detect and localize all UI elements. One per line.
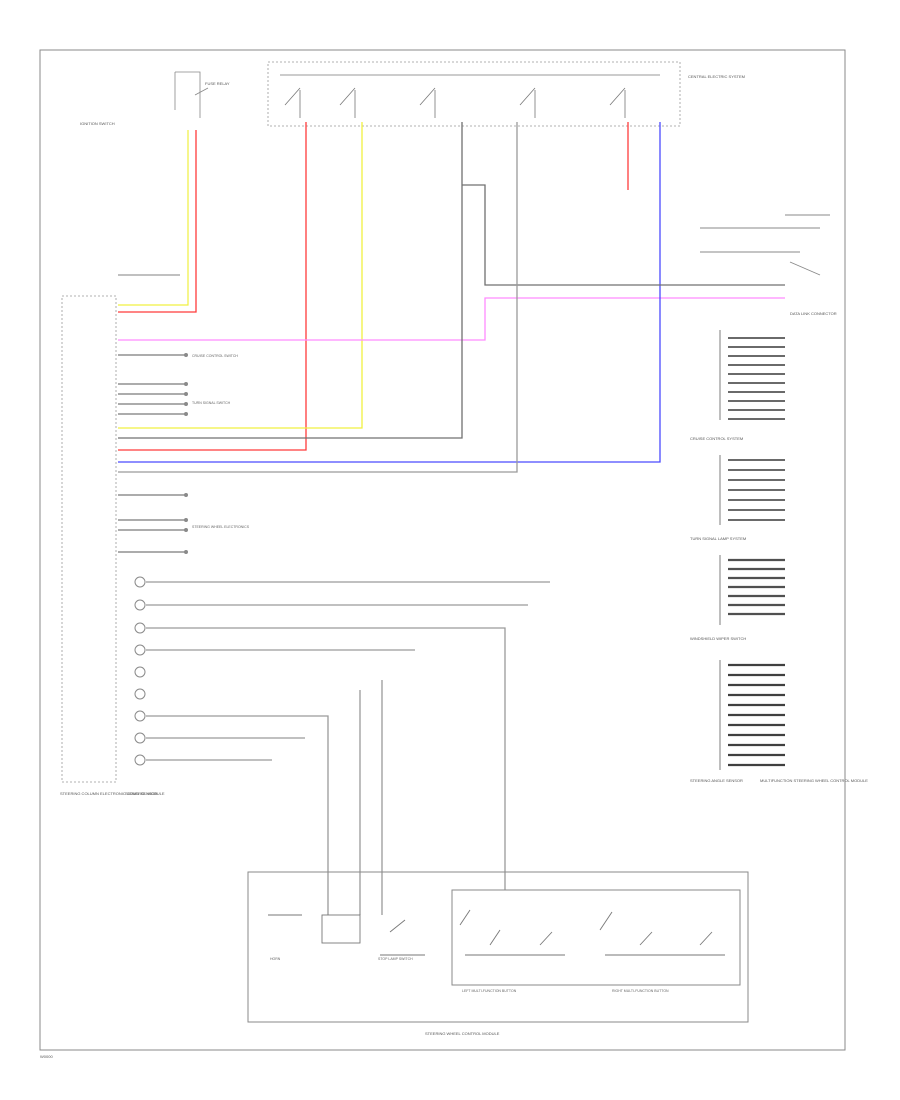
connector-stack-2 [719, 455, 785, 525]
diagram-frame [39, 49, 846, 1051]
wire-yellow-2 [118, 130, 189, 306]
module-bottom-left-label: STEERING COLUMN ELECTRONIC CONTROL MODUL… [60, 791, 165, 796]
steering-control-label: STEERING WHEEL CONTROL MODULE [425, 1031, 500, 1036]
multi-button-group-box [451, 889, 741, 986]
turn-lamps-label: TURN SIGNAL LAMP SYSTEM [690, 536, 746, 541]
horn-label: HORN [270, 957, 281, 961]
ignition-switch-label: IGNITION SWITCH [80, 121, 115, 126]
stop-lamp-label: STOP LAMP SWITCH [378, 957, 413, 961]
wire-red-2 [118, 130, 197, 313]
data-link-label: DATA LINK CONNECTOR [790, 311, 837, 316]
multifunction-steering-label: MULTIFUNCTION STEERING WHEEL CONTROL MOD… [760, 778, 868, 783]
wire-darkgray-2 [462, 184, 785, 286]
central-electric-box [267, 61, 681, 127]
steering-wheel-elec-label: STEERING WHEEL ELECTRONICS [192, 525, 250, 529]
connector-stack-4 [719, 660, 785, 770]
left-multi-button-switches [459, 909, 565, 956]
bottom-left-components [268, 914, 425, 956]
connector-stack-1 [719, 330, 785, 420]
switch-upper-right [700, 214, 830, 276]
steering-angle-label: STEERING ANGLE SENSOR [690, 778, 743, 783]
wiper-switch-label: WINDSHIELD WIPER SWITCH [690, 636, 746, 641]
left-multi-label: LEFT MULTI-FUNCTION BUTTON [462, 989, 517, 993]
wire-darkgray-1 [118, 122, 463, 439]
circle-connectors [134, 576, 146, 766]
central-electric-label: CENTRAL ELECTRIC SYSTEM [688, 74, 745, 79]
left-connector-stubs [118, 354, 185, 553]
wire-pink [118, 297, 785, 341]
signal-sensor-label: SIGNAL SENSOR [125, 791, 158, 796]
wire-gray-1 [118, 122, 518, 473]
wire-yellow [118, 122, 363, 429]
left-connector-dots [184, 353, 188, 554]
circle-connector-wires [146, 581, 550, 915]
connector-stack-3 [719, 555, 785, 625]
fuse-switches [280, 74, 660, 118]
cruise-system-label: CRUISE CONTROL SYSTEM [690, 436, 743, 441]
ignition-switch-symbol [174, 71, 209, 118]
wire-blue [118, 122, 661, 463]
left-module-box [61, 295, 117, 783]
bottom-module-box [247, 871, 749, 1023]
cruise-switch-label: CRUISE CONTROL SWITCH [192, 354, 238, 358]
right-multi-button-switches [599, 911, 725, 956]
turn-signal-label: TURN SIGNAL SWITCH [192, 401, 231, 405]
page-code: W0000 [40, 1054, 53, 1059]
right-multi-label: RIGHT MULTI-FUNCTION BUTTON [612, 989, 669, 993]
fuse-relay-label: FUSE RELAY [205, 81, 230, 86]
wire-red-1 [118, 122, 307, 451]
